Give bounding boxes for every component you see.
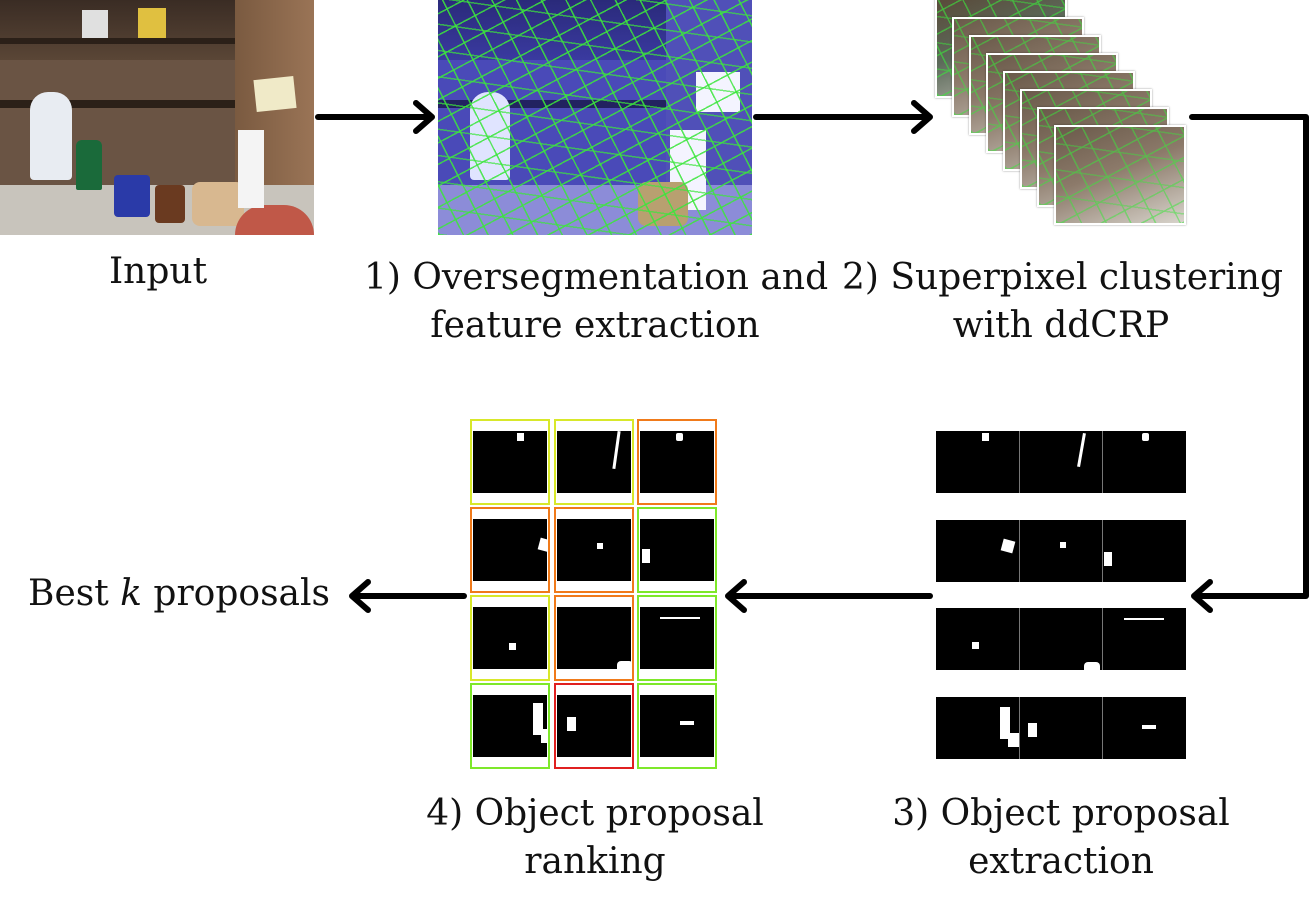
ranked-proposal [470, 507, 550, 593]
step3-label-line1: 3) Object proposal [892, 793, 1230, 834]
ranked-proposal [637, 507, 717, 593]
ranked-proposals-grid [470, 419, 720, 773]
ranked-proposal [470, 419, 550, 505]
output-label-k: k [120, 573, 142, 614]
proposal-mask [936, 431, 1186, 493]
step2-label-line1: 2) Superpixel clustering [842, 257, 1283, 298]
superpixel-boundaries [438, 0, 752, 235]
ranked-proposal [470, 595, 550, 681]
output-label: Best k proposals [28, 570, 338, 618]
ranked-proposal [554, 507, 634, 593]
step2-label-line2: with ddCRP [952, 305, 1170, 346]
ranked-proposal [637, 683, 717, 769]
arrow-step2-to-step3 [1189, 114, 1309, 599]
proposal-mask [936, 697, 1186, 759]
step4-label-line1: 4) Object proposal [426, 793, 764, 834]
proposal-mask [936, 520, 1186, 582]
proposal-mask [936, 608, 1186, 670]
step4-label-line2: ranking [524, 841, 666, 882]
ranked-proposal [554, 595, 634, 681]
output-label-post: proposals [141, 573, 330, 614]
ranked-proposal [637, 419, 717, 505]
ranked-proposal [554, 419, 634, 505]
ranked-proposal [554, 683, 634, 769]
input-image [0, 0, 314, 235]
step3-label-line2: extraction [968, 841, 1154, 882]
clustered-image-stack [935, 0, 1190, 236]
superpixel-image [438, 0, 752, 235]
step1-label-line2: feature extraction [430, 305, 760, 346]
ranked-proposal [470, 683, 550, 769]
output-label-pre: Best [28, 573, 121, 614]
extracted-proposals-grid [936, 431, 1186, 761]
step1-label-line1: 1) Oversegmentation and [364, 257, 829, 298]
ranked-proposal [637, 595, 717, 681]
input-label: Input [108, 251, 208, 292]
